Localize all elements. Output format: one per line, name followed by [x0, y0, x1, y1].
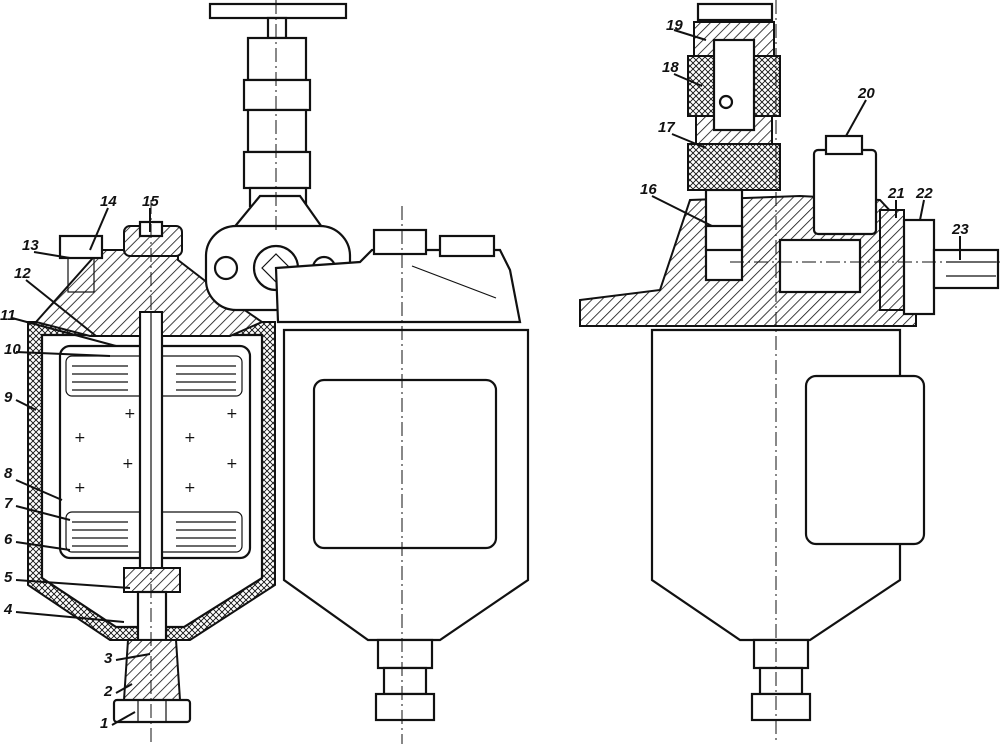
- part-labels: 1 2 3 4 5 6 7 8 9 10 11 12 13 14 15 16 1…: [0, 17, 969, 732]
- label-5: 5: [4, 569, 13, 586]
- svg-text:+: +: [226, 406, 238, 422]
- label-20: 20: [857, 85, 875, 102]
- left-filter-section: + + + + + + + +: [27, 220, 276, 724]
- svg-text:+: +: [122, 456, 134, 472]
- svg-text:+: +: [226, 456, 238, 472]
- label-18: 18: [662, 59, 679, 76]
- label-2: 2: [103, 683, 113, 700]
- label-22: 22: [915, 185, 933, 202]
- middle-filter-exterior: [204, 2, 530, 722]
- leader-lines: [11, 29, 961, 726]
- label-8: 8: [4, 465, 13, 482]
- svg-text:+: +: [74, 430, 86, 446]
- label-1: 1: [100, 715, 108, 732]
- svg-text:+: +: [184, 480, 196, 496]
- right-filter-view: [579, 2, 1000, 722]
- element-pleats: [72, 365, 236, 547]
- label-21: 21: [887, 185, 905, 202]
- svg-text:+: +: [184, 430, 196, 446]
- label-6: 6: [4, 531, 13, 548]
- label-16: 16: [640, 181, 657, 198]
- label-11: 11: [0, 307, 16, 324]
- label-17: 17: [658, 119, 675, 136]
- label-3: 3: [104, 650, 113, 667]
- label-14: 14: [100, 193, 117, 210]
- label-13: 13: [22, 237, 39, 254]
- label-10: 10: [4, 341, 21, 358]
- label-15: 15: [142, 193, 159, 210]
- label-4: 4: [3, 601, 13, 618]
- center-axes: [150, 0, 1000, 744]
- label-12: 12: [14, 265, 31, 282]
- svg-text:+: +: [74, 480, 86, 496]
- label-9: 9: [4, 389, 13, 406]
- svg-text:+: +: [124, 406, 136, 422]
- label-19: 19: [666, 17, 683, 34]
- element-fill-marks: + + + + + + + +: [74, 406, 238, 496]
- label-23: 23: [951, 221, 969, 238]
- label-7: 7: [4, 495, 13, 512]
